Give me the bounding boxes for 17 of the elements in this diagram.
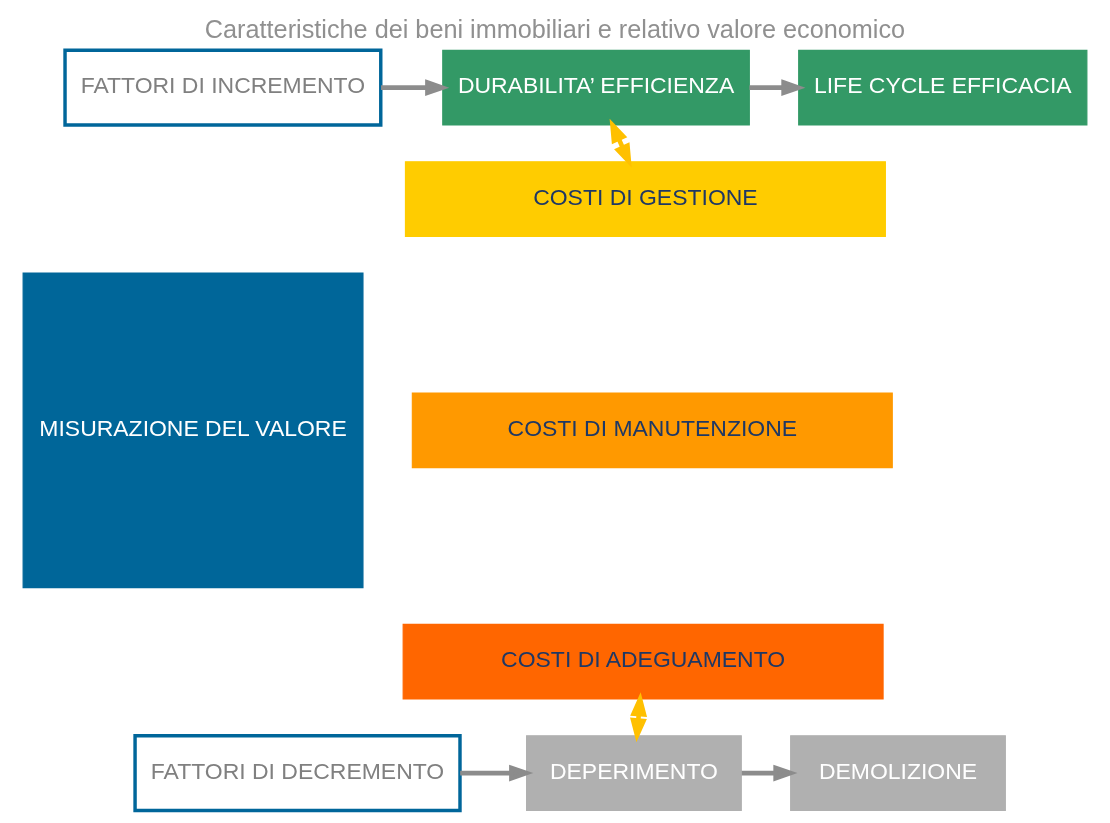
diagram-title: Caratteristiche dei beni immobiliari e relativo valore economico bbox=[204, 14, 906, 43]
node-box: COSTI DI ADEGUAMENTO bbox=[402, 623, 884, 700]
arrow bbox=[460, 764, 534, 782]
arrow bbox=[630, 691, 648, 742]
node-box: COSTI DI GESTIONE bbox=[404, 160, 886, 237]
node-box: MISURAZIONE DEL VALORE bbox=[22, 272, 364, 588]
node-box: DEPERIMENTO bbox=[526, 734, 742, 811]
node-box: COSTI DI MANUTENZIONE bbox=[411, 392, 893, 468]
node-box: LIFE CYCLE EFFICACIA bbox=[798, 49, 1088, 126]
arrow bbox=[381, 78, 450, 96]
node-box: FATTORI DI DECREMENTO bbox=[133, 733, 462, 812]
arrow bbox=[741, 764, 798, 782]
node-box: FATTORI DI INCREMENTO bbox=[63, 48, 383, 127]
node-box: DEMOLIZIONE bbox=[790, 734, 1006, 811]
arrow bbox=[609, 118, 632, 168]
node-box: DURABILITA’ EFFICIENZA bbox=[442, 49, 750, 126]
arrow bbox=[749, 78, 806, 96]
